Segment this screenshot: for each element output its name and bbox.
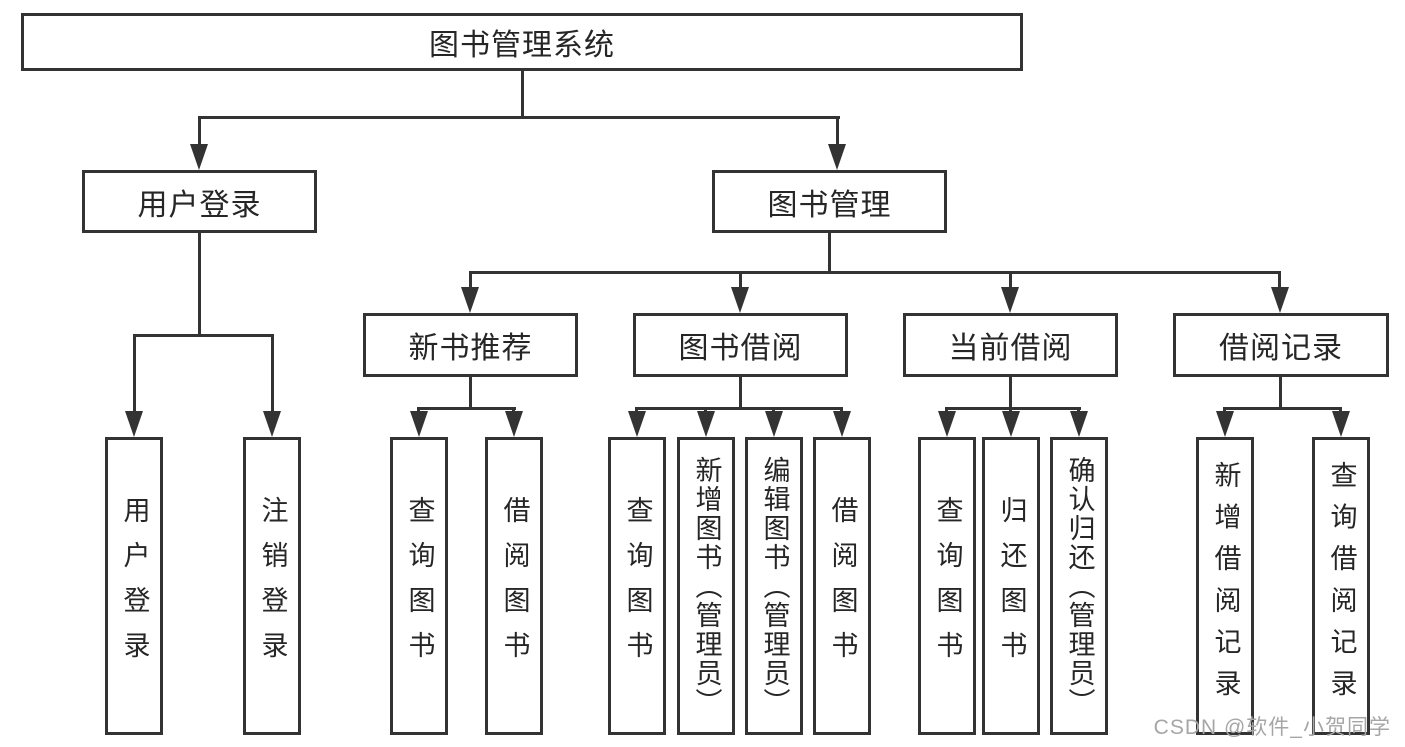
leaf-current-query: 查询图书 xyxy=(918,437,976,735)
node-label: 借阅图书 xyxy=(499,496,530,676)
leaf-borrow-query: 查询图书 xyxy=(608,437,666,735)
arrowhead xyxy=(1001,287,1019,313)
edge-user-login-stub xyxy=(198,233,201,336)
arrowhead xyxy=(765,411,783,437)
node-book-borrow: 图书借阅 xyxy=(633,313,848,377)
node-label: 注销登录 xyxy=(257,496,288,676)
node-new-book-recommend: 新书推荐 xyxy=(363,313,578,377)
edge-to-login-leaf xyxy=(133,335,136,413)
node-label: 用户登录 xyxy=(119,496,150,676)
arrowhead xyxy=(731,287,749,313)
node-user-login: 用户登录 xyxy=(82,170,317,233)
edge-book-management-stub xyxy=(828,233,831,273)
leaf-logout: 注销登录 xyxy=(243,437,301,735)
arrowhead xyxy=(833,411,851,437)
node-label: 新增借阅记录 xyxy=(1210,461,1241,711)
edge-to-new-book xyxy=(469,272,472,290)
arrowhead xyxy=(125,411,143,437)
node-label: 借阅记录 xyxy=(1219,332,1343,365)
node-label: 图书管理 xyxy=(767,188,892,222)
leaf-confirm-return-admin: 确认归还（管理员） xyxy=(1050,437,1108,735)
node-current-borrow: 当前借阅 xyxy=(903,313,1118,377)
edge-book-management-split xyxy=(469,271,1281,274)
edge-borrow-record-stub xyxy=(1279,377,1282,408)
node-label: 新增图书（管理员） xyxy=(691,455,722,717)
node-label: 图书管理系统 xyxy=(429,29,615,62)
leaf-borrow-book: 借阅图书 xyxy=(813,437,871,735)
edge-new-book-stub xyxy=(469,377,472,408)
leaf-new-book-borrow: 借阅图书 xyxy=(485,437,543,735)
arrowhead xyxy=(410,411,428,437)
arrowhead xyxy=(938,411,956,437)
node-label: 当前借阅 xyxy=(948,332,1073,365)
edge-book-borrow-split xyxy=(635,407,843,410)
node-label: 借阅图书 xyxy=(827,496,858,676)
arrowhead xyxy=(1216,411,1234,437)
edge-to-user-login xyxy=(198,118,201,148)
node-label: 查询图书 xyxy=(622,496,653,676)
arrowhead xyxy=(461,287,479,313)
arrowhead xyxy=(1271,287,1289,313)
node-book-management: 图书管理 xyxy=(712,170,947,233)
edge-to-book-borrow xyxy=(739,272,742,290)
node-label: 查询借阅记录 xyxy=(1326,461,1357,711)
edge-book-borrow-stub xyxy=(739,377,742,408)
edge-root-split xyxy=(198,116,840,119)
node-label: 图书借阅 xyxy=(678,332,803,365)
node-label: 新书推荐 xyxy=(408,332,533,365)
node-library-system-root: 图书管理系统 xyxy=(21,13,1023,71)
arrowhead xyxy=(505,411,523,437)
node-label: 编辑图书（管理员） xyxy=(759,455,790,717)
edge-to-borrow-record xyxy=(1278,272,1281,290)
watermark: CSDN @软件_小贺同学 xyxy=(1153,716,1391,739)
node-label: 确认归还（管理员） xyxy=(1064,455,1095,717)
leaf-borrow-add-admin: 新增图书（管理员） xyxy=(677,437,735,735)
arrowhead xyxy=(697,411,715,437)
leaf-return-book: 归还图书 xyxy=(982,437,1040,735)
leaf-new-book-query: 查询图书 xyxy=(390,437,448,735)
arrowhead xyxy=(190,144,208,170)
arrowhead xyxy=(628,411,646,437)
edge-to-logout-leaf xyxy=(271,335,274,413)
arrowhead xyxy=(1070,411,1088,437)
arrowhead xyxy=(1332,411,1350,437)
leaf-user-login: 用户登录 xyxy=(105,437,163,735)
leaf-borrow-edit-admin: 编辑图书（管理员） xyxy=(745,437,803,735)
arrowhead xyxy=(828,144,846,170)
edge-current-borrow-stub xyxy=(1009,377,1012,408)
edge-to-book-management xyxy=(836,118,839,148)
edge-root-stub xyxy=(521,71,524,118)
edge-new-book-split xyxy=(417,407,516,410)
node-label: 查询图书 xyxy=(404,496,435,676)
node-label: 归还图书 xyxy=(996,496,1027,676)
arrowhead xyxy=(263,411,281,437)
arrowhead xyxy=(1002,411,1020,437)
edge-current-borrow-split xyxy=(945,407,1081,410)
node-label: 用户登录 xyxy=(137,188,262,222)
node-borrow-record: 借阅记录 xyxy=(1173,313,1389,377)
leaf-add-borrow-record: 新增借阅记录 xyxy=(1196,437,1254,735)
edge-borrow-record-split xyxy=(1223,407,1342,410)
edge-to-current-borrow xyxy=(1009,272,1012,290)
edge-user-login-split xyxy=(133,334,274,337)
node-label: 查询图书 xyxy=(932,496,963,676)
leaf-query-borrow-record: 查询借阅记录 xyxy=(1312,437,1370,735)
